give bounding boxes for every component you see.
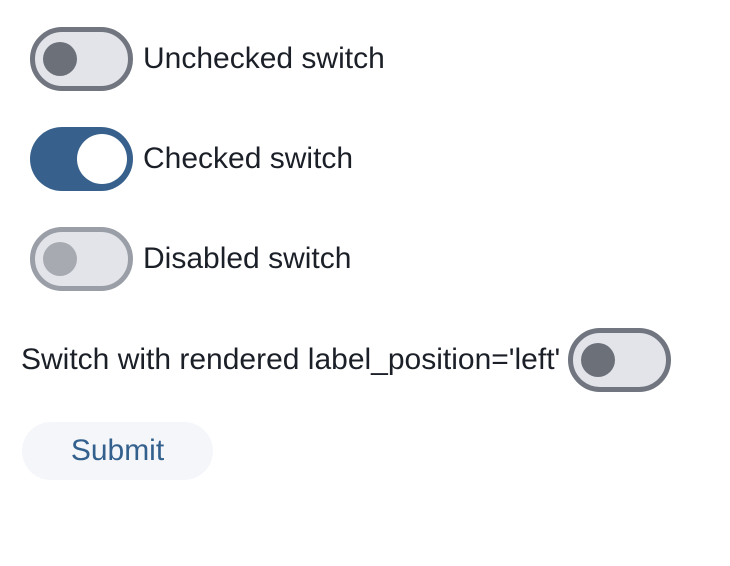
switch-row-checked: Checked switch — [21, 127, 730, 191]
switch-thumb — [43, 42, 77, 76]
switch-row-label-left: Switch with rendered label_position='lef… — [21, 328, 730, 392]
checked-switch-label[interactable]: Checked switch — [143, 142, 354, 175]
switch-thumb — [43, 242, 77, 276]
switch-row-disabled: Disabled switch — [21, 227, 730, 291]
disabled-switch-label: Disabled switch — [143, 242, 352, 275]
unchecked-switch-label[interactable]: Unchecked switch — [143, 42, 385, 75]
switch-thumb — [77, 134, 127, 184]
switch-thumb — [581, 343, 616, 377]
left-label-switch-label[interactable]: Switch with rendered label_position='lef… — [21, 343, 561, 376]
left-label-switch-toggle[interactable] — [568, 328, 672, 392]
checked-switch-toggle[interactable] — [30, 127, 133, 191]
submit-button[interactable]: Submit — [22, 422, 213, 480]
unchecked-switch-toggle[interactable] — [30, 27, 133, 91]
disabled-switch-toggle — [30, 227, 133, 291]
switch-row-unchecked: Unchecked switch — [21, 27, 730, 91]
